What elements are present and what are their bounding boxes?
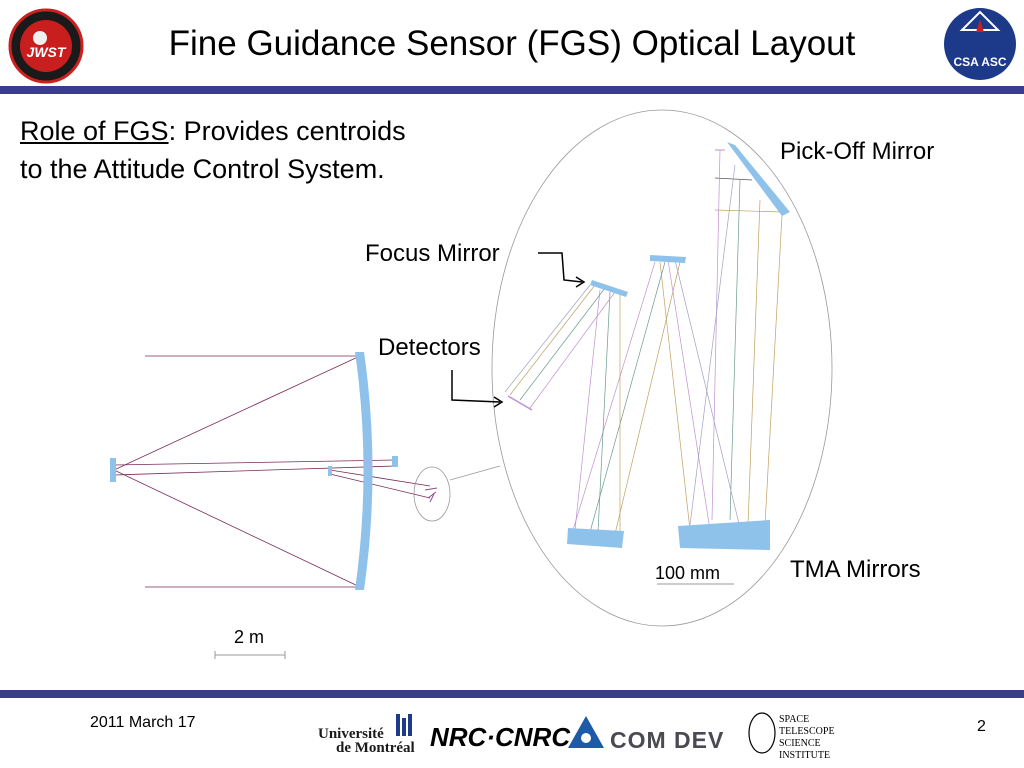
fgs-rays [504, 149, 783, 535]
focus-mirror-arrow [538, 252, 583, 283]
fgs-inlet [328, 466, 332, 476]
tma-mirror-right [678, 520, 770, 550]
zoom-ellipse [491, 109, 833, 627]
slide-title: Fine Guidance Sensor (FGS) Optical Layou… [168, 24, 856, 63]
detectors-label: Detectors [378, 334, 481, 361]
focus-mirror-shape [590, 280, 628, 297]
role-text: : Provides centroids [168, 116, 406, 146]
tma-mirror-left [567, 528, 624, 548]
footer-date: 2011 March 17 [90, 714, 196, 731]
tma-mirrors-label: TMA Mirrors [790, 556, 921, 583]
secondary-mirror [110, 458, 116, 482]
scale-2m-label: 2 m [234, 627, 265, 647]
detectors-arrow [451, 370, 501, 403]
primary-mirror [355, 352, 373, 590]
header-rule [0, 86, 1024, 94]
footer-rule [0, 690, 1024, 698]
role-text-2: to the Attitude Control System. [20, 154, 385, 184]
detector-shape [507, 395, 533, 411]
role-description: Role of FGS: Provides centroids to the A… [20, 112, 520, 188]
tertiary-mirror [392, 456, 398, 467]
pick-off-mirror-shape [727, 142, 790, 216]
zoom-connector [449, 465, 501, 481]
fgs-mini [424, 487, 438, 503]
focus-mirror-label: Focus Mirror [365, 240, 500, 267]
zoom-circle-small [413, 466, 451, 522]
page-number: 2 [977, 718, 986, 735]
role-label: Role of FGS [20, 116, 169, 146]
telescope-overview [113, 355, 431, 588]
scale-100mm-label: 100 mm [655, 563, 721, 583]
pick-off-mirror-label: Pick-Off Mirror [780, 138, 935, 165]
upper-mirror-shape [650, 255, 686, 263]
